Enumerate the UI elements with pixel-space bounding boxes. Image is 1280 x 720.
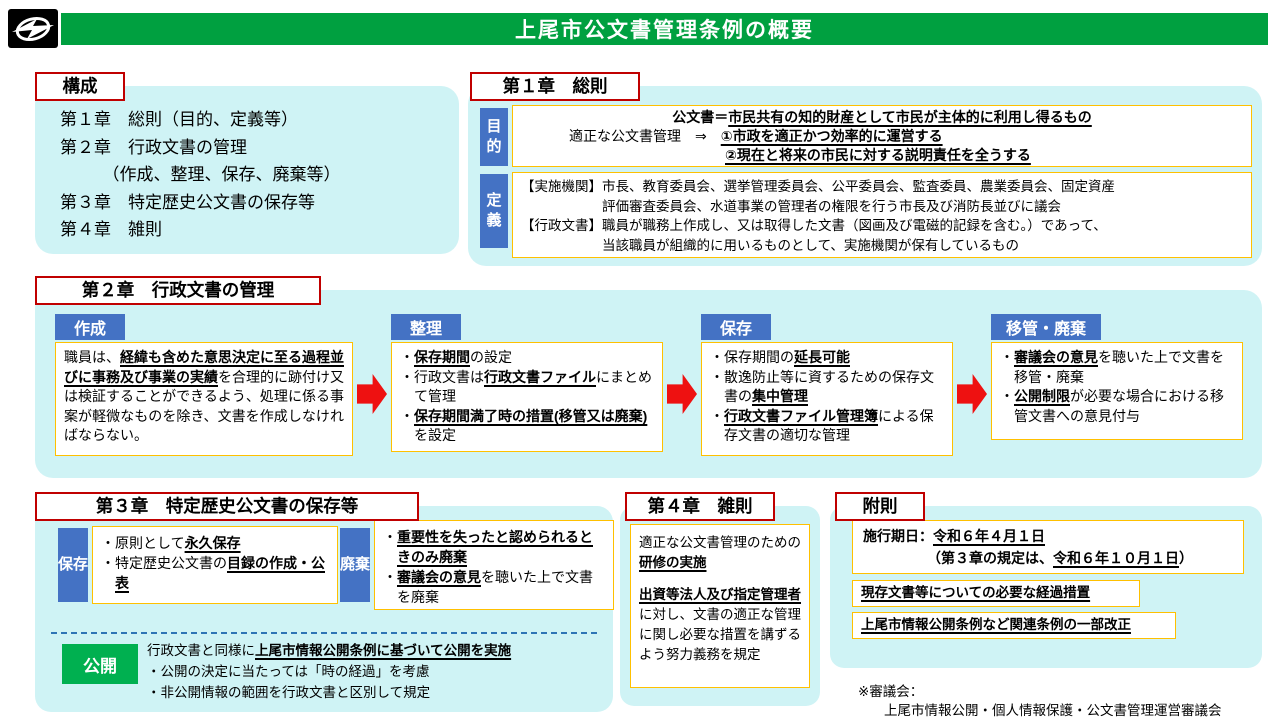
supplementary-title: 附則 xyxy=(835,492,925,521)
hist-discard-label: 廃棄 xyxy=(340,528,370,602)
structure-line: 第２章 行政文書の管理 xyxy=(60,137,247,157)
preserve-label: 保存 xyxy=(701,314,771,340)
create-label: 作成 xyxy=(55,314,125,340)
chapter1-title: 第１章 総則 xyxy=(470,72,640,101)
chapter4-title: 第４章 雑則 xyxy=(625,492,775,521)
hist-preserve-bullet: ・特定歴史公文書の目録の作成・公表 xyxy=(101,555,325,591)
transfer-bullet: ・公開制限が必要な場合における移管文書への意見付与 xyxy=(1000,388,1224,424)
organize-bullet: ・保存期間の設定 xyxy=(400,349,512,365)
dashed-divider xyxy=(51,632,597,634)
transfer-label: 移管・廃棄 xyxy=(991,314,1101,340)
chapter2-title: 第２章 行政文書の管理 xyxy=(35,276,321,305)
purpose-line: ②現在と将来の市民に対する説明責任を全うする xyxy=(725,147,1031,163)
transition-box: 現存文書等についての必要な経過措置 xyxy=(852,580,1140,607)
amendment-box: 上尾市情報公開条例など関連条例の一部改正 xyxy=(852,612,1176,639)
hist-discard-box: ・重要性を失ったと認められるときのみ廃棄 ・審議会の意見を聴いた上で文書を廃棄 xyxy=(374,520,614,610)
effective-date-line: 施行期日：令和６年４月１日 xyxy=(863,528,1045,544)
chapter4-box: 適正な公文書管理のための研修の実施 出資等法人及び指定管理者に対し、文書の適正な… xyxy=(630,524,810,688)
hist-preserve-box: ・原則として永久保存 ・特定歴史公文書の目録の作成・公表 xyxy=(92,526,338,604)
council-note-text: 上尾市情報公開・個人情報保護・公文書管理運営審議会 xyxy=(884,703,1222,718)
organize-box: ・保存期間の設定 ・行政文書は行政文書ファイルにまとめて管理 ・保存期間満了時の… xyxy=(391,342,663,452)
structure-title: 構成 xyxy=(35,72,125,101)
structure-line: 第４章 雑則 xyxy=(60,220,162,239)
disclosure-text: 行政文書と同様に上尾市情報公開条例に基づいて公開を実施 ・公開の決定に当たっては… xyxy=(147,640,613,703)
purpose-label: 目的 xyxy=(480,108,508,166)
purpose-line: 公文書＝市民共有の知的財産として市民が主体的に利用し得るもの xyxy=(672,109,1092,125)
purpose-box: 公文書＝市民共有の知的財産として市民が主体的に利用し得るもの 適正な公文書管理 … xyxy=(512,105,1252,167)
preserve-box: ・保存期間の延長可能 ・散逸防止等に資するための保存文書の集中管理 ・行政文書フ… xyxy=(701,342,953,456)
definition-box: 【実施機関】市長、教育委員会、選挙管理委員会、公平委員会、監査委員、農業委員会、… xyxy=(512,172,1252,258)
structure-line: 第１章 総則（目的、定義等） xyxy=(60,110,298,129)
chapter4-paragraph: 適正な公文書管理のための研修の実施 xyxy=(639,535,801,570)
chapter4-paragraph: 出資等法人及び指定管理者に対し、文書の適正な管理に関し必要な措置を講ずるよう努力… xyxy=(639,587,801,662)
definition-line: 【実施機関】市長、教育委員会、選挙管理委員会、公平委員会、監査委員、農業委員会、… xyxy=(521,179,1115,194)
disclosure-line: 行政文書と同様に上尾市情報公開条例に基づいて公開を実施 xyxy=(147,643,512,658)
preserve-bullet: ・保存期間の延長可能 xyxy=(710,349,850,365)
disclosure-line: ・非公開情報の範囲を行政文書と区別して規定 xyxy=(147,685,431,700)
structure-panel xyxy=(35,86,459,254)
hist-preserve-bullet: ・原則として永久保存 xyxy=(101,535,241,551)
header-bar: 上尾市公文書管理条例の概要 xyxy=(61,13,1268,45)
structure-list: 第１章 総則（目的、定義等） 第２章 行政文書の管理 （作成、整理、保存、廃棄等… xyxy=(60,106,341,244)
organize-bullet: ・行政文書は行政文書ファイルにまとめて管理 xyxy=(400,368,652,405)
transition-text: 現存文書等についての必要な経過措置 xyxy=(861,585,1091,600)
council-note-label: ※審議会： xyxy=(858,684,924,699)
create-box: 職員は、経緯も含めた意思決定に至る過程並びに事務及び事業の実績を合理的に跡付け又… xyxy=(55,342,353,456)
city-logo xyxy=(8,9,58,48)
section-supplementary: 附則 施行期日：令和６年４月１日 （第３章の規定は、令和６年１０月１日） 現存文… xyxy=(830,492,1262,718)
definition-line: 【行政文書】職員が職務上作成し、又は取得した文書（図画及び電磁的記録を含む。）で… xyxy=(521,218,1107,233)
organize-label: 整理 xyxy=(391,314,461,340)
effective-date-line: （第３章の規定は、令和６年１０月１日） xyxy=(927,550,1193,566)
create-text: 職員は、経緯も含めた意思決定に至る過程並びに事務及び事業の実績を合理的に跡付け又… xyxy=(64,349,344,443)
page-title: 上尾市公文書管理条例の概要 xyxy=(515,19,814,42)
disclosure-line: ・公開の決定に当たっては「時の経過」を考慮 xyxy=(147,664,430,679)
definition-line: 当該職員が組織的に用いるものとして、実施機関が保有しているもの xyxy=(602,237,1020,253)
hist-discard-bullet: ・重要性を失ったと認められるときのみ廃棄 xyxy=(383,529,593,565)
structure-line: （作成、整理、保存、廃棄等） xyxy=(60,165,341,184)
transfer-bullet: ・審議会の意見を聴いた上で文書を移管・廃棄 xyxy=(1000,349,1224,385)
definition-label: 定義 xyxy=(480,174,508,248)
disclosure-label: 公開 xyxy=(62,644,138,684)
city-logo-icon xyxy=(12,16,54,41)
section-chapter3: 第３章 特定歴史公文書の保存等 保存 ・原則として永久保存 ・特定歴史公文書の目… xyxy=(35,492,614,718)
section-structure: 構成 第１章 総則（目的、定義等） 第２章 行政文書の管理 （作成、整理、保存、… xyxy=(35,72,459,264)
transfer-box: ・審議会の意見を聴いた上で文書を移管・廃棄 ・公開制限が必要な場合における移管文… xyxy=(991,342,1243,440)
chapter3-title: 第３章 特定歴史公文書の保存等 xyxy=(35,492,419,521)
definition-line: 評価審査委員会、水道事業の管理者の権限を行う市長及び消防長並びに議会 xyxy=(602,198,1061,214)
section-chapter1: 第１章 総則 目的 公文書＝市民共有の知的財産として市民が主体的に利用し得るもの… xyxy=(468,72,1262,268)
preserve-bullet: ・散逸防止等に資するための保存文書の集中管理 xyxy=(710,368,934,405)
preserve-bullet: ・行政文書ファイル管理簿による保存文書の適切な管理 xyxy=(710,407,934,444)
section-chapter4: 第４章 雑則 適正な公文書管理のための研修の実施 出資等法人及び指定管理者に対し… xyxy=(620,492,820,708)
hist-preserve-label: 保存 xyxy=(58,528,88,602)
effective-date-box: 施行期日：令和６年４月１日 （第３章の規定は、令和６年１０月１日） xyxy=(852,520,1244,574)
amendment-text: 上尾市情報公開条例など関連条例の一部改正 xyxy=(861,617,1131,632)
structure-line: 第３章 特定歴史公文書の保存等 xyxy=(60,192,315,212)
purpose-line: 適正な公文書管理 ⇒ ①市政を適正かつ効率的に運営する xyxy=(569,128,943,144)
section-chapter2: 第２章 行政文書の管理 作成 職員は、経緯も含めた意思決定に至る過程並びに事務及… xyxy=(35,276,1262,480)
organize-bullet: ・保存期間満了時の措置(移管又は廃棄)を設定 xyxy=(400,407,648,444)
hist-discard-bullet: ・審議会の意見を聴いた上で文書を廃棄 xyxy=(383,569,593,605)
